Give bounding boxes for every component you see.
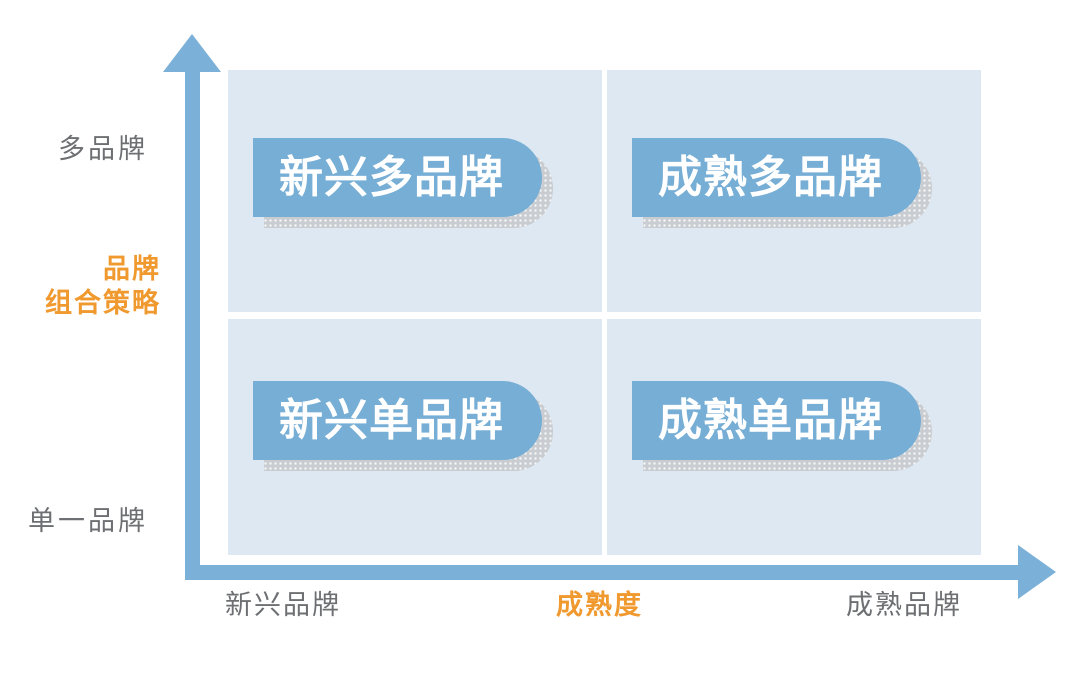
y-axis-title-line-1: 品牌	[103, 254, 161, 284]
y-axis-line	[185, 60, 200, 580]
quadrant-bottom-left[interactable]: 新兴单品牌	[228, 319, 602, 555]
quadrant-bottom-right[interactable]: 成熟单品牌	[607, 319, 981, 555]
quadrant-badge-top-left[interactable]: 新兴多品牌	[253, 138, 553, 228]
badge-body[interactable]: 成熟多品牌	[632, 138, 921, 217]
y-axis-arrow-icon	[163, 34, 221, 72]
badge-body[interactable]: 新兴多品牌	[253, 138, 542, 217]
x-axis-high-label: 成熟品牌	[846, 590, 962, 620]
quadrant-top-right[interactable]: 成熟多品牌	[607, 70, 981, 312]
badge-body[interactable]: 新兴单品牌	[253, 381, 542, 460]
quadrant-badge-bottom-left[interactable]: 新兴单品牌	[253, 381, 553, 471]
x-axis-arrow-icon	[1018, 545, 1056, 599]
quadrant-label-bottom-right: 成熟单品牌	[658, 395, 883, 445]
quadrant-label-bottom-left: 新兴单品牌	[279, 395, 504, 445]
quadrant-top-left[interactable]: 新兴多品牌	[228, 70, 602, 312]
badge-body[interactable]: 成熟单品牌	[632, 381, 921, 460]
quadrant-badge-top-right[interactable]: 成熟多品牌	[632, 138, 932, 228]
quadrant-label-top-right: 成熟多品牌	[658, 152, 883, 202]
y-axis-title-line-2: 组合策略	[45, 287, 161, 318]
quadrant-label-top-left: 新兴多品牌	[279, 152, 504, 202]
x-axis-low-label: 新兴品牌	[225, 590, 341, 620]
y-axis-low-label: 单一品牌	[28, 506, 148, 536]
x-axis-line	[185, 565, 1025, 580]
y-axis-title: 品牌 组合策略	[45, 253, 161, 321]
quadrant-badge-bottom-right[interactable]: 成熟单品牌	[632, 381, 932, 471]
y-axis-high-label: 多品牌	[58, 134, 148, 164]
quadrant-grid: 新兴多品牌 成熟多品牌 新兴单品牌	[228, 70, 981, 555]
x-axis-title: 成熟度	[556, 590, 643, 620]
